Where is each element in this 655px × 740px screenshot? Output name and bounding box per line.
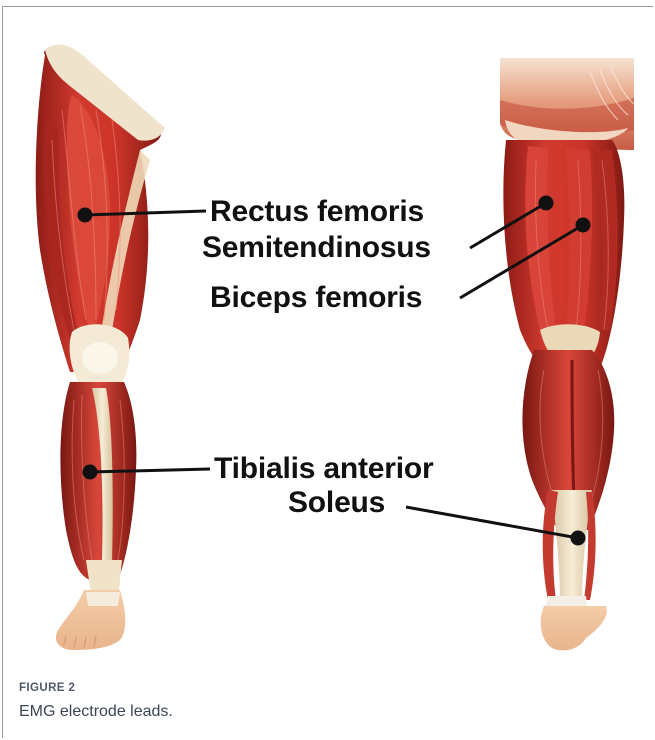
tibialis-anterior-electrode: [83, 465, 98, 480]
label-soleus: Soleus: [288, 486, 385, 520]
figure-label: FIGURE 2: [19, 682, 75, 694]
figure-caption: EMG electrode leads.: [19, 703, 173, 721]
anterior-leg: [36, 45, 165, 650]
label-biceps-femoris: Biceps femoris: [210, 281, 422, 315]
label-semitendinosus: Semitendinosus: [202, 231, 431, 265]
label-tibialis-anterior: Tibialis anterior: [214, 452, 433, 486]
semitendinosus-electrode: [539, 196, 554, 211]
label-rectus-femoris: Rectus femoris: [210, 195, 424, 229]
leg-muscle-illustration: [0, 0, 655, 670]
soleus-electrode: [571, 531, 586, 546]
posterior-foot: [541, 606, 607, 650]
posterior-leg: [500, 58, 634, 650]
rectus-femoris-electrode: [78, 208, 93, 223]
biceps-femoris-electrode: [576, 218, 591, 233]
